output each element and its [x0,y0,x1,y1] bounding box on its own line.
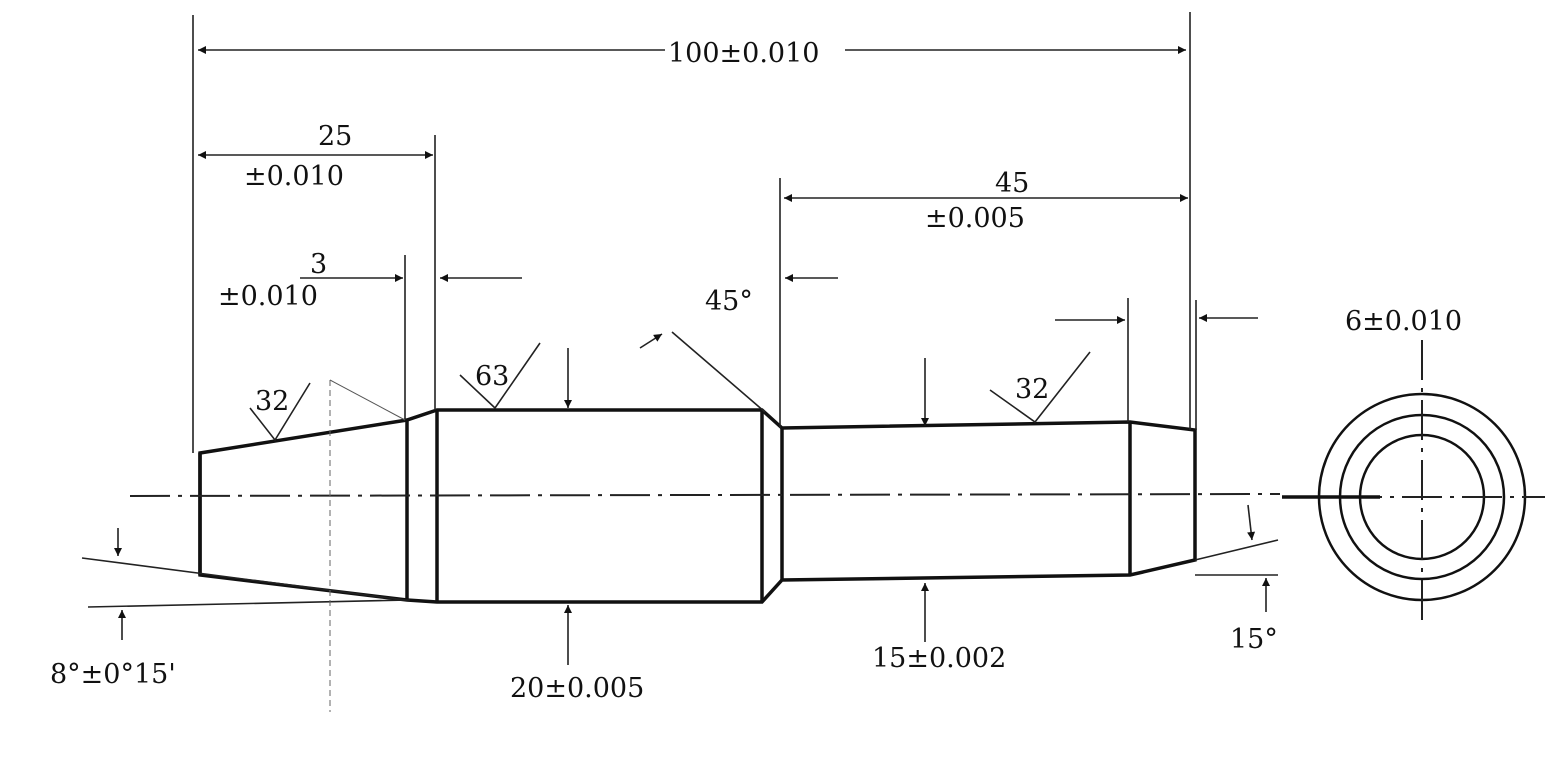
chamfer-angle-label: 45° [705,286,753,317]
right-section-value: 45 [995,168,1029,199]
right-section-tol: ±0.005 [925,203,1025,234]
dimension-labels: 100±0.010 25 ±0.010 3 ±0.010 45 ±0.005 4… [50,38,1462,704]
surface-finish-symbols [249,342,1091,442]
centerline [129,493,1281,497]
finish-left-label: 32 [255,386,289,417]
shaft-outline [198,408,1197,604]
finish-center-label: 63 [475,361,509,392]
finish-right-label: 32 [1015,374,1049,405]
end-diameter-label: 6±0.010 [1345,306,1462,337]
dimension-lines [81,46,1279,712]
overall-length-label: 100±0.010 [668,38,819,69]
chamfer-tol: ±0.010 [218,281,318,312]
center-diameter-label: 20±0.005 [510,673,644,704]
extension-lines [192,12,1197,453]
right-diameter-label: 15±0.002 [872,643,1006,674]
left-section-value: 25 [318,121,352,152]
left-section-tol: ±0.010 [244,161,344,192]
chamfer-value: 3 [310,249,327,280]
end-view [1282,340,1545,620]
left-taper-angle-label: 8°±0°15' [50,659,176,690]
right-taper-angle-label: 15° [1230,624,1278,655]
